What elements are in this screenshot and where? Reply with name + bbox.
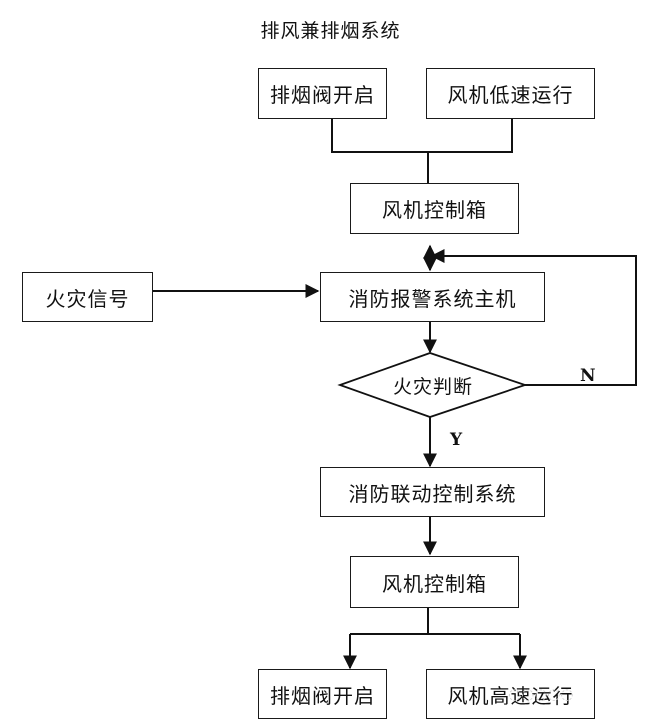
node-label: 排烟阀开启: [270, 83, 375, 107]
node-smoke-valve-open-bottom: 排烟阀开启: [258, 669, 387, 719]
node-fire-linkage-control: 消防联动控制系统: [320, 467, 545, 517]
node-label: 消防联动控制系统: [348, 481, 517, 506]
decision-label: 火灾判断: [393, 376, 474, 398]
connector-top-merge: [331, 118, 513, 153]
decision-diamond: [337, 352, 528, 418]
node-fan-high-speed: 风机高速运行: [426, 669, 595, 719]
connector-no-loop: [430, 249, 637, 386]
node-label: 风机控制箱: [382, 571, 487, 596]
node-label: 排烟阀开启: [270, 683, 375, 708]
watermark: ◌◌◌◌◌: [508, 685, 574, 703]
node-fan-control-box-top: 风机控制箱: [350, 183, 519, 234]
node-fire-alarm-host: 消防报警系统主机: [320, 272, 545, 322]
node-smoke-valve-open-top: 排烟阀开启: [258, 68, 387, 119]
diagram-title: 排风兼排烟系统: [260, 20, 401, 42]
node-label: 风机控制箱: [382, 198, 487, 222]
node-fan-low-speed: 风机低速运行: [426, 68, 595, 119]
edge-label-yes: Y: [450, 430, 463, 450]
node-label: 风机低速运行: [447, 83, 574, 107]
edge-label-no: N: [580, 366, 596, 386]
node-label: 消防报警系统主机: [348, 286, 517, 311]
node-label: 风机高速运行: [447, 683, 574, 708]
node-fire-signal: 火灾信号: [22, 272, 153, 322]
node-label: 火灾信号: [45, 286, 130, 311]
node-fan-control-box-bottom: 风机控制箱: [350, 556, 519, 608]
